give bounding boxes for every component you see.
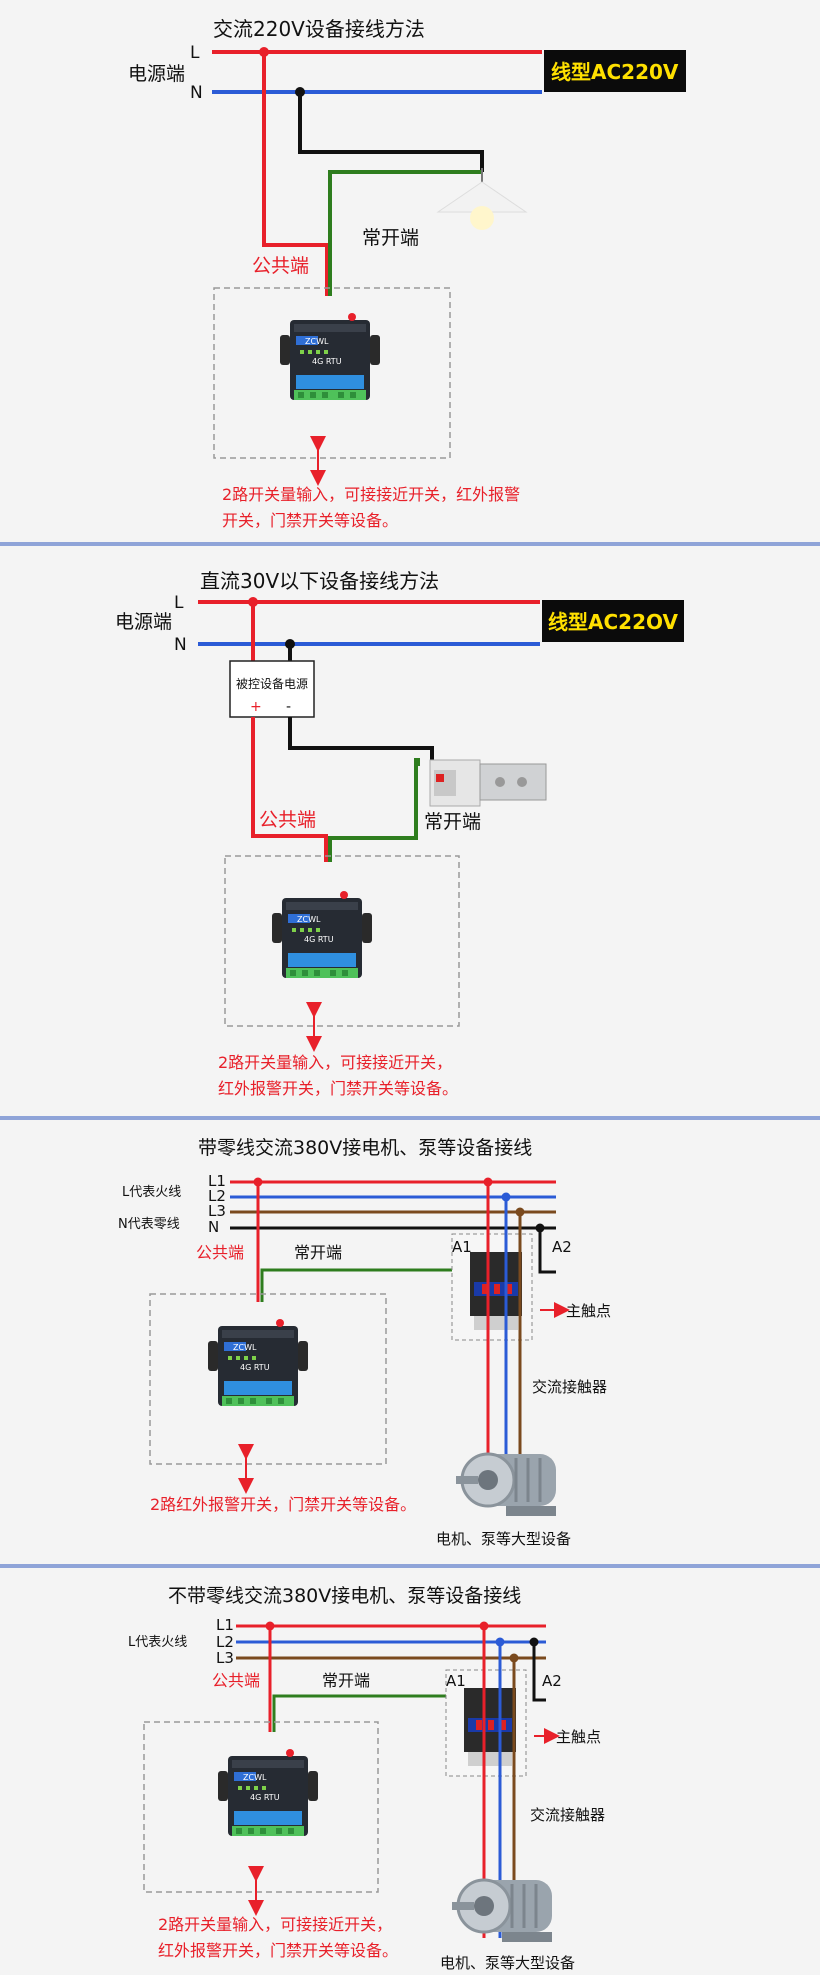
psu-box	[229, 660, 315, 718]
section-title: 直流30V以下设备接线方法	[200, 569, 439, 593]
psu-minus: -	[286, 699, 291, 715]
main-contact-label: 主触点	[566, 1302, 611, 1320]
wire-no	[272, 1694, 456, 1732]
l1-label: L1	[216, 1616, 234, 1634]
section-title: 带零线交流380V接电机、泵等设备接线	[198, 1137, 532, 1159]
section-title: 交流220V设备接线方法	[213, 17, 425, 41]
no-label: 常开端	[294, 1243, 342, 1262]
separator	[0, 1116, 820, 1120]
no-label: 常开端	[322, 1671, 370, 1690]
device-model: 4G RTU	[312, 357, 342, 366]
separator	[0, 542, 820, 546]
wire-minus	[288, 717, 434, 766]
no-label: 常开端	[424, 811, 481, 833]
wire-common	[251, 717, 328, 862]
motor-label: 电机、泵等大型设备	[440, 1954, 575, 1972]
badge-text: 线型AC22OV	[548, 610, 678, 634]
motor-icon	[450, 1878, 554, 1944]
wire-common	[262, 52, 329, 296]
line-n-label: N	[174, 635, 187, 655]
power-label: 电源端	[115, 611, 172, 633]
a1-label: A1	[452, 1238, 472, 1256]
badge	[542, 600, 684, 642]
note-line2: 红外报警开关，门禁开关等设备。	[158, 1941, 398, 1960]
n-label: N	[208, 1218, 219, 1236]
valve-icon	[429, 759, 547, 807]
neutral-label: N代表零线	[118, 1217, 180, 1232]
contactor-label: 交流接触器	[530, 1806, 605, 1824]
motor-label: 电机、泵等大型设备	[436, 1530, 571, 1548]
wire-no	[260, 1268, 462, 1302]
note-line1: 2路开关量输入，可接接近开关，红外报警	[222, 485, 520, 504]
device-box	[213, 287, 451, 459]
a1-label: A1	[446, 1672, 466, 1690]
line-l-label: L	[190, 43, 200, 63]
a2-label: A2	[542, 1672, 562, 1690]
device-brand: ZCWL	[297, 915, 321, 924]
device-brand: ZCWL	[305, 337, 329, 346]
wire-no	[328, 170, 482, 296]
device-brand: ZCWL	[233, 1343, 257, 1352]
device-model: 4G RTU	[250, 1793, 280, 1802]
l2-label: L2	[216, 1633, 234, 1651]
device-brand: ZCWL	[243, 1773, 267, 1782]
l3-label: L3	[216, 1649, 234, 1667]
common-label: 公共端	[212, 1671, 260, 1690]
a2-label: A2	[552, 1238, 572, 1256]
psu-label: 被控设备电源	[236, 677, 308, 691]
live-label: L代表火线	[128, 1635, 187, 1650]
note-line2: 开关，门禁开关等设备。	[222, 511, 398, 530]
wire-no	[328, 758, 420, 862]
note-line1: 2路开关量输入，可接接近开关，	[158, 1915, 392, 1934]
note-line2: 红外报警开关，门禁开关等设备。	[218, 1079, 458, 1098]
device-model: 4G RTU	[240, 1363, 270, 1372]
badge-text: 线型AC220V	[551, 60, 679, 84]
wire-neutral-lamp	[298, 92, 484, 172]
l1-label: L1	[208, 1172, 226, 1190]
badge	[544, 50, 686, 92]
line-l-label: L	[174, 593, 184, 613]
note-line1: 2路红外报警开关，门禁开关等设备。	[150, 1495, 416, 1514]
section-title: 不带零线交流380V接电机、泵等设备接线	[168, 1585, 521, 1607]
device-model: 4G RTU	[304, 935, 334, 944]
section-380-no-neutral: 不带零线交流380V接电机、泵等设备接线 L1 L2 L3 L代表火线 公共端 …	[128, 1585, 605, 1972]
common-label: 公共端	[196, 1243, 244, 1262]
section-dc30: 直流30V以下设备接线方法 电源端 L N 线型AC22OV 被控设备电源 + …	[115, 569, 684, 1098]
device-box	[149, 1293, 387, 1465]
note-line1: 2路开关量输入，可接接近开关，	[218, 1053, 452, 1072]
common-label: 公共端	[252, 255, 309, 277]
no-label: 常开端	[362, 227, 419, 249]
live-label: L代表火线	[122, 1185, 181, 1200]
lamp-icon	[436, 168, 528, 230]
device-box	[224, 855, 460, 1027]
separator	[0, 1564, 820, 1568]
section-ac220: 交流220V设备接线方法 电源端 L N 线型AC220V 常开端 公共端 ZC…	[128, 17, 686, 530]
l2-label: L2	[208, 1187, 226, 1205]
psu-plus: +	[250, 699, 262, 715]
contactor-label: 交流接触器	[532, 1378, 607, 1396]
line-n-label: N	[190, 83, 203, 103]
main-contact-label: 主触点	[556, 1728, 601, 1746]
power-label: 电源端	[128, 63, 185, 85]
l3-label: L3	[208, 1202, 226, 1220]
motor-icon	[454, 1452, 558, 1518]
common-label: 公共端	[259, 809, 316, 831]
section-380-neutral: 带零线交流380V接电机、泵等设备接线 L1 L2 L3 N L代表火线 N代表…	[118, 1137, 611, 1548]
